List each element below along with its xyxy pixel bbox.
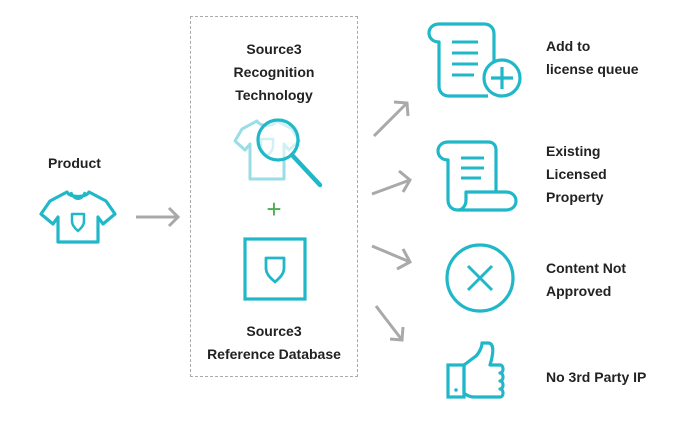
reference-database-label: Source3 Reference Database: [207, 323, 341, 362]
shield-square-icon: [243, 237, 307, 301]
tshirt-icon: [38, 188, 118, 246]
outcome-no-3rd-party-ip-label: No 3rd Party IP: [546, 369, 647, 385]
outcome-content-not-approved-label: Content Not Approved: [546, 260, 627, 299]
scroll-icon: [434, 138, 520, 214]
recognition-technology-label: Source3 Recognition Technology: [233, 41, 315, 103]
outcome-add-to-license-queue-label: Add to license queue: [546, 38, 639, 77]
plus-sign: +: [266, 194, 282, 224]
scroll-plus-icon: [424, 20, 524, 102]
product-label: Product: [48, 155, 101, 171]
processing-box: [190, 16, 358, 377]
arrow-right-up-icon: [370, 168, 416, 200]
arrow-down-right-icon: [372, 302, 412, 348]
arrow-up-right-icon: [370, 96, 414, 140]
arrow-right-icon: [136, 205, 182, 229]
outcome-existing-licensed-property-label: Existing Licensed Property: [546, 143, 607, 205]
arrow-right-down-icon: [370, 240, 416, 274]
thumbs-up-icon: [444, 340, 524, 410]
magnifier-shirt-icon: [232, 113, 328, 191]
x-circle-icon: [444, 242, 516, 314]
